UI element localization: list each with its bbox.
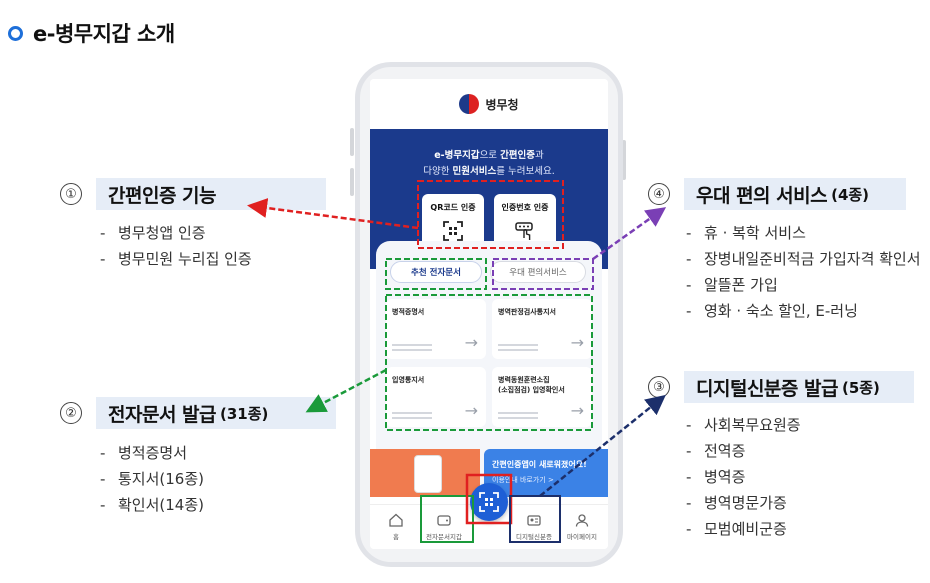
arrow-right-icon: →: [570, 333, 584, 352]
phone-illustration-icon: [414, 455, 442, 493]
list-item: -병역명문가증: [686, 494, 787, 512]
feature-label: 간편인증 기능: [108, 184, 217, 207]
circle-bullet-icon: [8, 25, 23, 41]
brand-name: 병무청: [485, 97, 519, 112]
list-item: -알뜰폰 가입: [686, 276, 778, 294]
tab-preferential-services[interactable]: 우대 편의서비스: [490, 261, 586, 283]
bottom-tab-bar: 홈 전자문서지갑 디지털신분증 마이페이지: [370, 483, 608, 549]
feature-e-document: ② 전자문서 발급 (31종): [60, 397, 336, 429]
feature-digital-id: ③ 디지털신분증 발급 (5종): [648, 371, 914, 403]
page-title: e-병무지갑 소개: [33, 22, 175, 46]
tab-digital-id[interactable]: 디지털신분증: [512, 513, 556, 541]
feature-count: (31종): [220, 404, 269, 423]
feature-1-bullets: -병무청앱 인증 -병무민원 누리집 인증: [100, 220, 252, 272]
doc-placeholder-lines: [498, 409, 538, 419]
feature-number: ③: [648, 376, 670, 398]
phone-side-button: [350, 128, 354, 156]
government-logo-icon: [459, 94, 480, 114]
tab-home[interactable]: 홈: [374, 513, 418, 541]
feature-3-bullets: -사회복무요원증 -전역증 -병역증 -병역명문가증 -모범예비군증: [686, 412, 801, 542]
id-card-icon: [527, 515, 541, 526]
list-item: -영화 · 숙소 할인, E-러닝: [686, 302, 858, 320]
doc-placeholder-lines: [392, 409, 432, 419]
feature-label-bar: 간편인증 기능: [96, 178, 326, 210]
doc-card-enlistment-notice[interactable]: 입영통지서 →: [386, 367, 486, 427]
feature-label-bar: 디지털신분증 발급 (5종): [684, 371, 914, 403]
list-item: -병무민원 누리집 인증: [100, 250, 252, 268]
list-item: -통지서(16종): [100, 470, 204, 488]
feature-number: ④: [648, 183, 670, 205]
list-item: -전역증: [686, 442, 746, 460]
touch-input-icon: [515, 222, 533, 240]
arrow-right-icon: →: [464, 401, 478, 420]
doc-card-military-record[interactable]: 병적증명서 →: [386, 299, 486, 359]
doc-placeholder-lines: [498, 341, 538, 351]
tab-e-document-wallet[interactable]: 전자문서지갑: [422, 513, 466, 541]
page-title-row: e-병무지갑 소개: [8, 18, 175, 48]
feature-label: 우대 편의 서비스: [696, 184, 828, 207]
list-item: -병무청앱 인증: [100, 224, 206, 242]
hero-line-2: 다양한 민원서비스를 누려보세요.: [423, 166, 555, 177]
feature-simple-auth: ① 간편인증 기능: [60, 178, 326, 210]
feature-count: (5종): [841, 378, 880, 397]
doc-card-exam-notice[interactable]: 병역판정검사통지서 →: [492, 299, 592, 359]
tab-my-page[interactable]: 마이페이지: [560, 513, 604, 541]
feature-number: ②: [60, 402, 82, 424]
list-item: -장병내일준비적금 가입자격 확인서: [686, 250, 921, 268]
pin-auth-label: 인증번호 인증: [501, 203, 549, 212]
user-icon: [575, 514, 589, 527]
qr-scan-icon: [443, 221, 463, 241]
arrow-right-icon: →: [464, 333, 478, 352]
list-item: -모범예비군증: [686, 520, 787, 538]
phone-side-button: [622, 140, 626, 180]
promo-banner-image: [370, 449, 480, 497]
phone-mockup: 병무청 e-병무지갑으로 간편인증과 다양한 민원서비스를 누려보세요. QR코…: [355, 62, 623, 567]
feature-label-bar: 우대 편의 서비스 (4종): [684, 178, 906, 210]
phone-side-button: [350, 168, 354, 196]
list-item: -사회복무요원증: [686, 416, 801, 434]
hero-line-1: e-병무지갑으로 간편인증과: [434, 150, 544, 161]
tab-recommended-documents[interactable]: 추천 전자문서: [390, 261, 482, 283]
arrow-right-icon: →: [570, 401, 584, 420]
list-item: -확인서(14종): [100, 496, 204, 514]
feature-label-bar: 전자문서 발급 (31종): [96, 397, 336, 429]
feature-4-bullets: -휴 · 복학 서비스 -장병내일준비적금 가입자격 확인서 -알뜰폰 가입 -…: [686, 220, 921, 324]
qr-auth-label: QR코드 인증: [430, 203, 476, 212]
feature-count: (4종): [831, 185, 870, 204]
doc-card-training-confirmation[interactable]: 병력동원훈련소집 (소집점검) 입영확인서 →: [492, 367, 592, 427]
doc-placeholder-lines: [392, 341, 432, 351]
home-icon: [389, 513, 403, 527]
feature-label: 디지털신분증 발급: [696, 377, 838, 400]
app-header: 병무청: [370, 79, 608, 129]
list-item: -병역증: [686, 468, 746, 486]
feature-preferential-service: ④ 우대 편의 서비스 (4종): [648, 178, 906, 210]
wallet-icon: [437, 515, 451, 526]
qr-scan-icon: [479, 492, 499, 512]
feature-2-bullets: -병적증명서 -통지서(16종) -확인서(14종): [100, 440, 204, 518]
feature-label: 전자문서 발급: [108, 403, 217, 426]
list-item: -휴 · 복학 서비스: [686, 224, 806, 242]
feature-number: ①: [60, 183, 82, 205]
list-item: -병적증명서: [100, 444, 188, 462]
qr-scan-button[interactable]: [470, 483, 508, 521]
phone-screen: 병무청 e-병무지갑으로 간편인증과 다양한 민원서비스를 누려보세요. QR코…: [370, 79, 608, 549]
